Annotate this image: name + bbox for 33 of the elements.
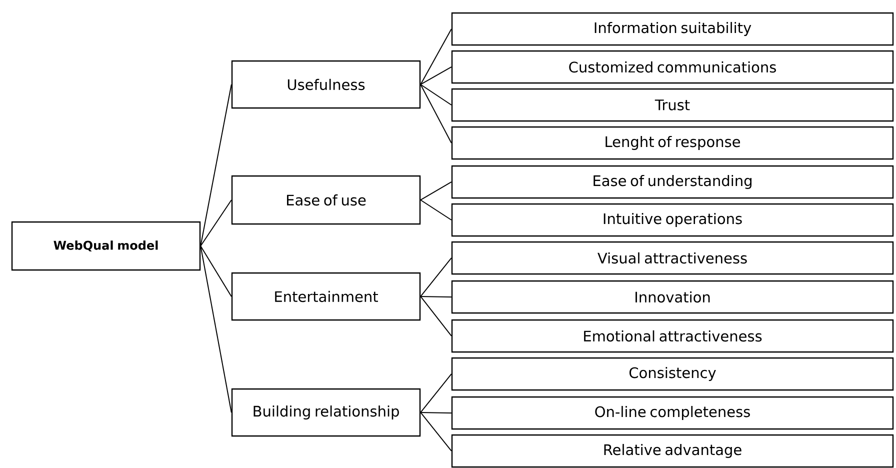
- item-box: Trust: [451, 88, 894, 122]
- item-box: Ease of understanding: [451, 165, 894, 199]
- item-box: Intuitive operations: [451, 203, 894, 237]
- connector-line: [200, 246, 232, 413]
- item-box: Customized communications: [451, 50, 894, 84]
- item-box: Relative advantage: [451, 434, 894, 468]
- root-box: WebQual model: [11, 221, 201, 271]
- connector-line: [420, 412, 452, 452]
- item-box: Innovation: [451, 280, 894, 314]
- connector-line: [420, 84, 452, 144]
- connector-line: [420, 374, 452, 413]
- item-box: Lenght of response: [451, 126, 894, 160]
- connector-line: [200, 199, 232, 246]
- connector-line: [420, 257, 452, 297]
- connector-line: [420, 28, 452, 85]
- category-box: Usefulness: [231, 60, 421, 109]
- item-box: Emotional attractiveness: [451, 319, 894, 353]
- connector-line: [200, 84, 232, 246]
- connector-line: [420, 412, 452, 414]
- item-box: Visual attractiveness: [451, 241, 894, 275]
- connector-line: [420, 199, 452, 220]
- connector-line: [420, 182, 452, 200]
- category-box: Ease of use: [231, 175, 421, 225]
- connector-line: [420, 296, 452, 298]
- item-box: On-line completeness: [451, 396, 894, 430]
- connector-line: [420, 84, 452, 106]
- connector-line: [420, 296, 452, 336]
- connector-line: [420, 66, 452, 85]
- connector-line: [200, 246, 232, 297]
- item-box: Information suitability: [451, 12, 894, 46]
- item-box: Consistency: [451, 357, 894, 391]
- category-box: Building relationship: [231, 388, 421, 437]
- category-box: Entertainment: [231, 272, 421, 321]
